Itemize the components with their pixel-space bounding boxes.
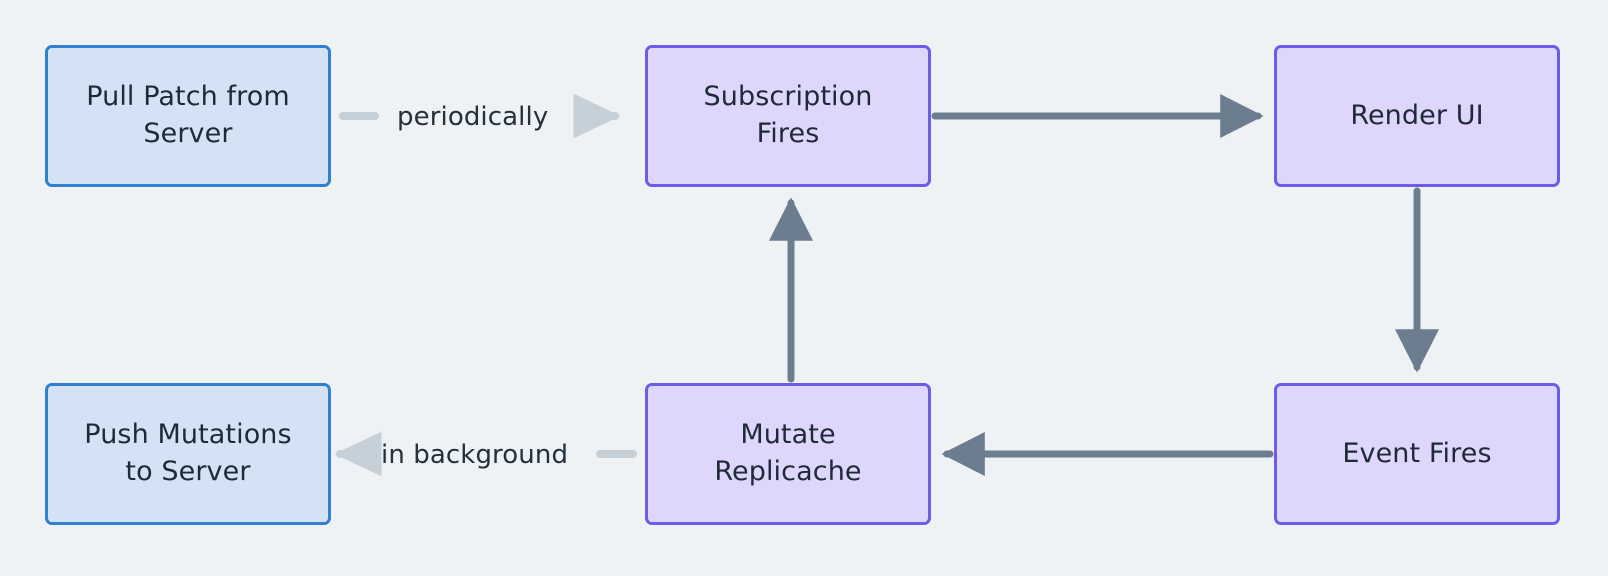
node-label-mutate-replicache: Mutate Replicache (714, 419, 862, 487)
node-label-render-ui: Render UI (1350, 99, 1484, 131)
node-render-ui[interactable]: Render UI (1274, 45, 1560, 187)
node-push-mutations-to-server[interactable]: Push Mutations to Server (45, 383, 331, 525)
node-subscription-fires[interactable]: Subscription Fires (645, 45, 931, 187)
node-mutate-replicache[interactable]: Mutate Replicache (645, 383, 931, 525)
node-event-fires[interactable]: Event Fires (1274, 383, 1560, 525)
node-label-subscription-fires: Subscription Fires (703, 81, 873, 149)
edge-label-in-background: in background (381, 440, 569, 470)
edge-label-periodically: periodically (397, 102, 549, 132)
node-label-event-fires: Event Fires (1342, 437, 1492, 469)
node-pull-patch-from-server[interactable]: Pull Patch from Server (45, 45, 331, 187)
node-label-pull-patch-from-server: Pull Patch from Server (86, 81, 290, 149)
node-label-push-mutations-to-server: Push Mutations to Server (84, 419, 292, 487)
